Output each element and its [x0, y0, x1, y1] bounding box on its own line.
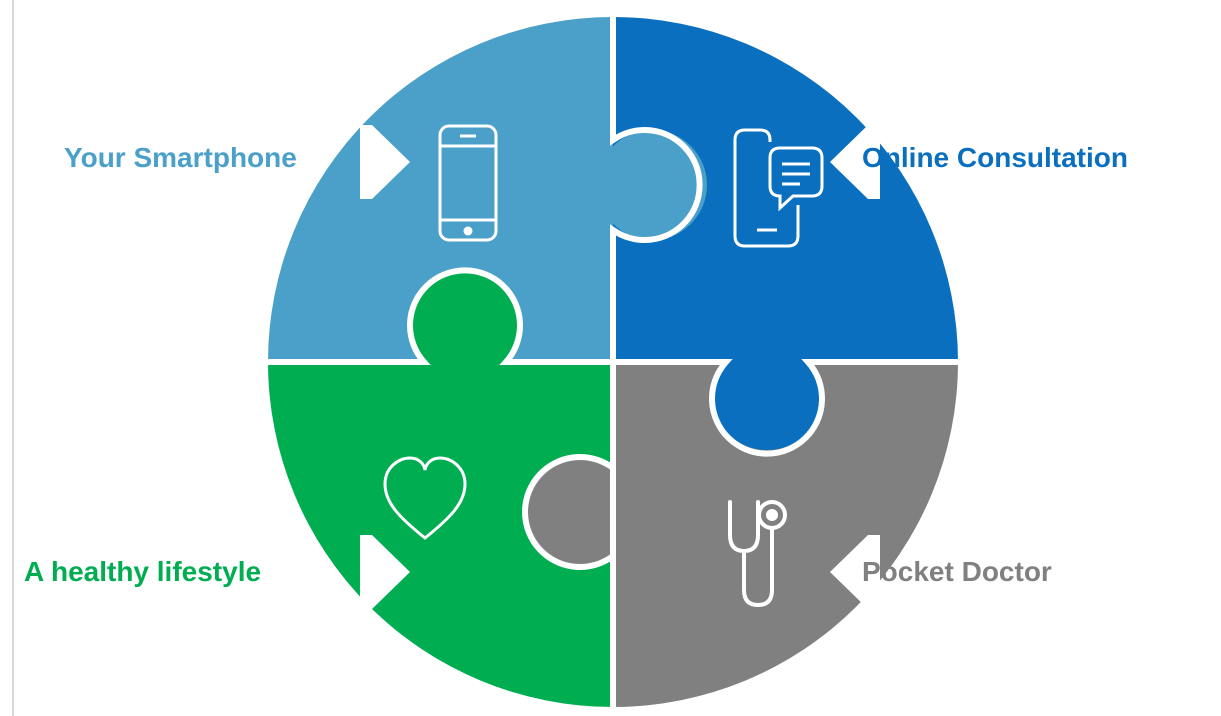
smartphone-icon	[438, 124, 498, 242]
chat-phone-icon	[733, 128, 824, 248]
heart-icon	[383, 456, 467, 540]
notch-left-bottom	[360, 535, 410, 609]
label-online-consultation: Online Consultation	[862, 142, 1128, 173]
stethoscope-icon	[728, 500, 787, 608]
tab-doctor-left	[525, 457, 635, 567]
notch-right-bottom	[830, 535, 880, 609]
notch-right-top	[830, 125, 880, 199]
label-pocket-doctor: Pocket Doctor	[862, 556, 1052, 587]
label-healthy-lifestyle: A healthy lifestyle	[24, 556, 262, 587]
tab-consultation-down	[712, 340, 822, 450]
tab-lifestyle-up	[410, 270, 520, 380]
label-your-smartphone: Your Smartphone	[64, 142, 297, 173]
left-divider	[12, 0, 14, 716]
tab-smartphone-right	[597, 130, 707, 240]
notch-left-top	[360, 125, 410, 199]
